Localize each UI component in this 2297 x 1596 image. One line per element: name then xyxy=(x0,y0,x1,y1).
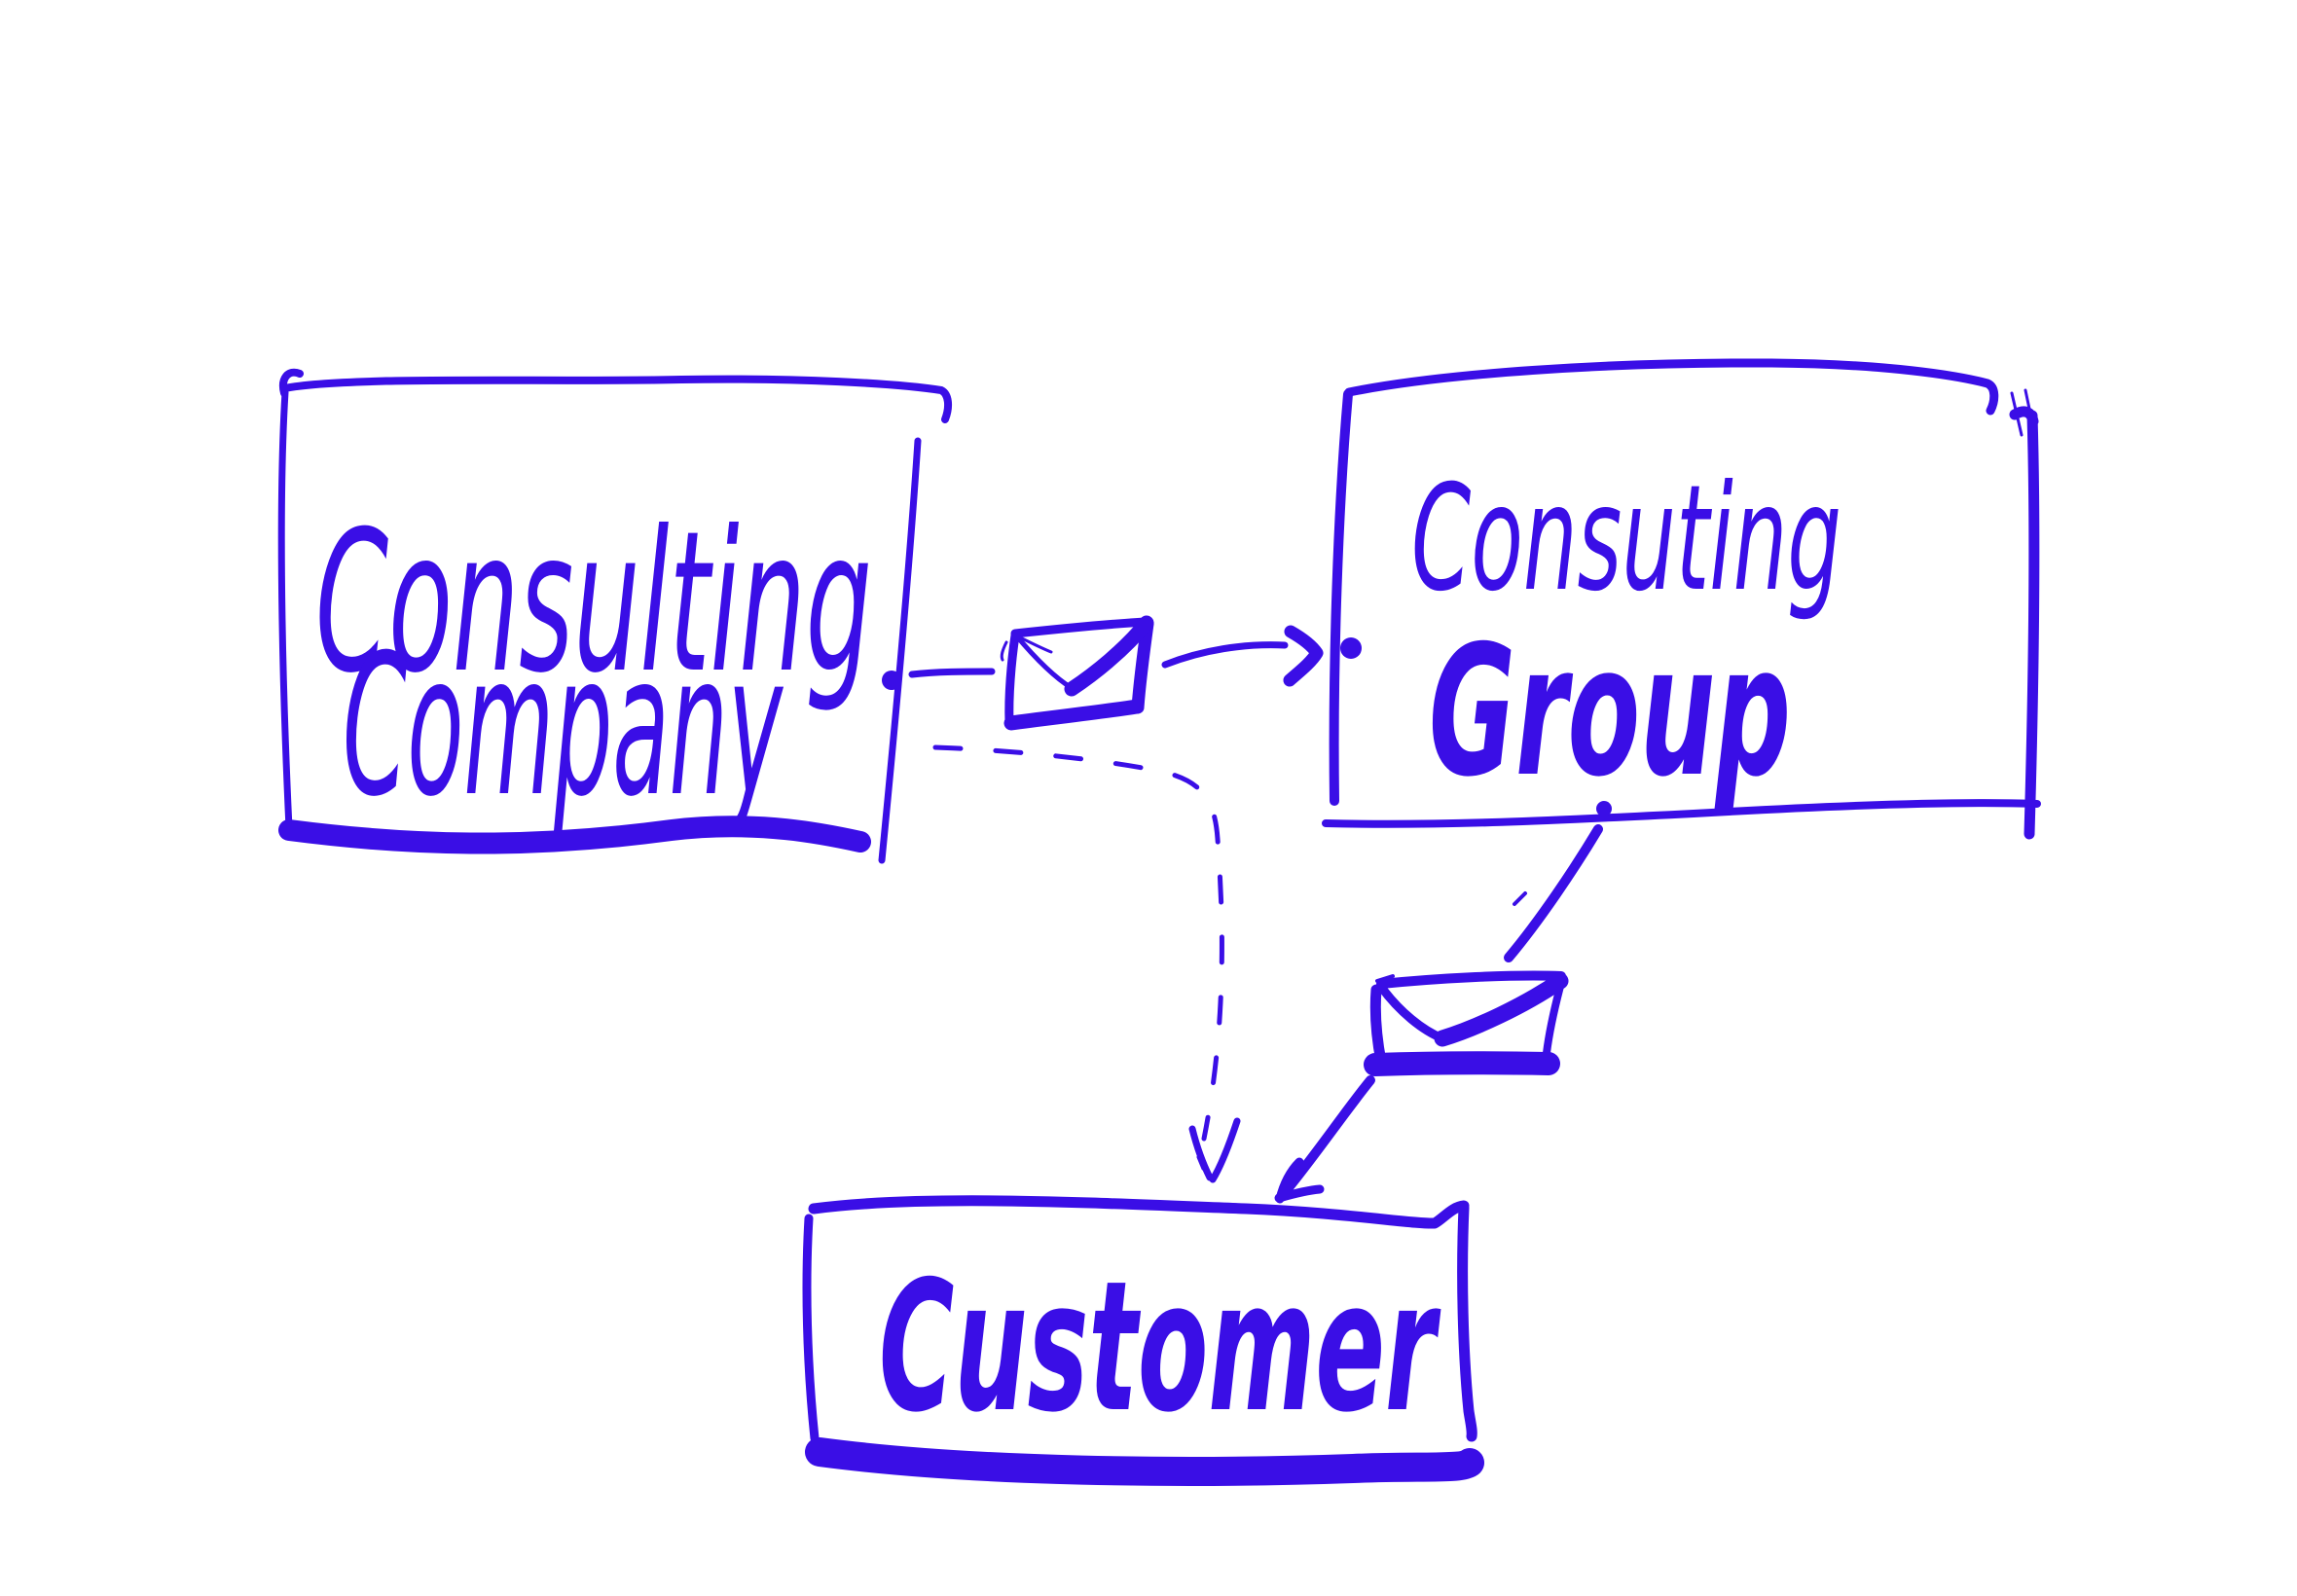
node-customer: Customer xyxy=(802,1195,1484,1486)
arrow-shaft-upper xyxy=(1504,824,1603,962)
pen-blob xyxy=(882,671,901,690)
connector-company-to-customer-dashed xyxy=(932,744,1241,1183)
label-line-2: Group xyxy=(1429,606,1791,816)
customer-label: Customer xyxy=(879,1242,1441,1452)
pen-tick xyxy=(1513,891,1527,906)
customer-box xyxy=(802,1195,1484,1486)
box-left-border xyxy=(1329,389,1353,806)
dashed-arrow-shaft xyxy=(932,744,1224,1142)
arrow-shaft-right xyxy=(1161,641,1289,669)
box-top-border xyxy=(1344,358,1999,416)
pen-tick xyxy=(1196,1155,1205,1171)
box-right-border xyxy=(2009,406,2040,840)
box-top-border xyxy=(808,1195,1470,1229)
box-left-border xyxy=(802,1214,820,1443)
envelope-icon xyxy=(1364,970,1569,1076)
box-top-border xyxy=(279,368,953,423)
connector-group-to-customer xyxy=(1274,801,1612,1204)
arrow-endpoint-dot xyxy=(1340,637,1362,659)
label-line-1: Consulting xyxy=(315,490,872,716)
arrowhead-down xyxy=(1274,1157,1325,1204)
consulting-company-box xyxy=(277,368,953,864)
box-bottom-border xyxy=(1322,799,2041,828)
box-bottom-border xyxy=(805,1437,1484,1486)
envelope-icon xyxy=(1000,615,1154,731)
connector-company-to-group xyxy=(908,615,1362,731)
arrowhead-right xyxy=(1283,625,1324,687)
label-line-1: Consuting xyxy=(1411,454,1841,624)
open-arrowhead-down xyxy=(1188,1117,1241,1183)
consulting-group-label: Consuting Group xyxy=(1411,454,1841,816)
box-right-border xyxy=(1457,1202,1477,1442)
consulting-group-box xyxy=(1322,358,2041,840)
node-consulting-group: Consuting Group xyxy=(1322,358,2041,840)
node-consulting-company: Consulting Company xyxy=(277,368,953,864)
label-line-1: Customer xyxy=(879,1242,1441,1452)
arrow-shaft-left xyxy=(908,668,996,678)
box-bottom-border xyxy=(278,816,871,854)
box-left-border xyxy=(277,388,293,832)
label-line-2: Company xyxy=(343,613,784,840)
box-right-border xyxy=(878,437,922,864)
consulting-company-label: Consulting Company xyxy=(315,490,872,840)
pen-dot xyxy=(1596,801,1612,816)
arrow-shaft-lower xyxy=(1277,1075,1375,1201)
